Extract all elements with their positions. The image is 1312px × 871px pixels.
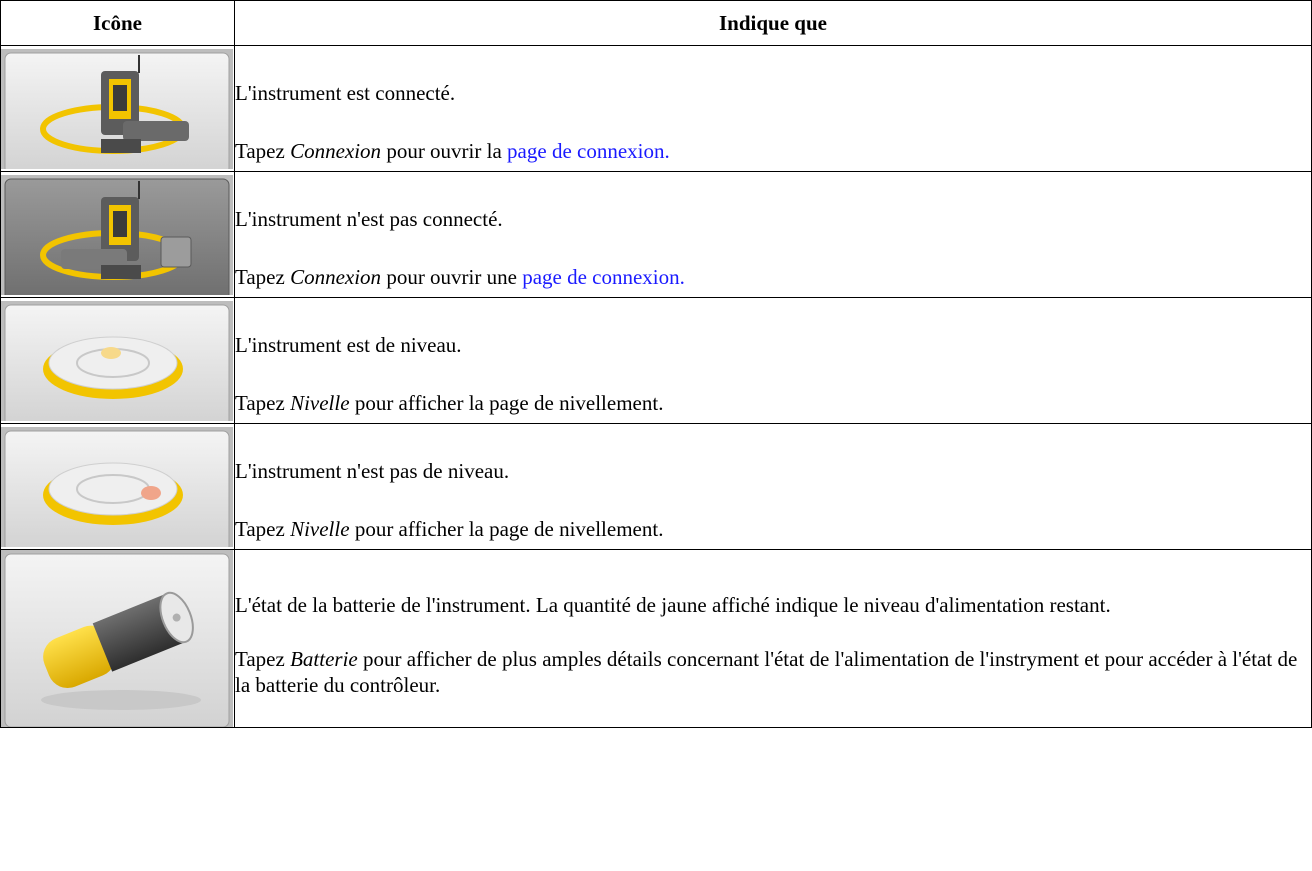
table-row: L'instrument n'est pas de niveau. Tapez … [0,423,1312,550]
row-action-text: Tapez Connexion pour ouvrir une page de … [235,264,685,289]
row-action-text: Tapez Connexion pour ouvrir la page de c… [235,138,670,163]
table-row: L'instrument n'est pas connecté. Tapez C… [0,171,1312,298]
command-name: Connexion [290,264,382,289]
header-row: Icône Indique que [0,0,1312,46]
command-name: Batterie [290,646,358,671]
header-meaning: Indique que [234,0,1312,46]
command-name: Nivelle [290,390,350,415]
row-status-text: L'instrument est connecté. [235,80,456,105]
level-not-ok-icon[interactable] [1,426,233,547]
row-status-text: L'état de la batterie de l'instrument. L… [235,592,1111,617]
row-action-text: Tapez Nivelle pour afficher la page de n… [235,516,664,541]
connection-page-link[interactable]: page de connexion. [507,138,670,163]
row-status-text: L'instrument est de niveau. [235,332,462,357]
header-icon: Icône [0,0,235,46]
battery-icon[interactable] [1,550,233,727]
command-name: Connexion [290,138,382,163]
command-name: Nivelle [290,516,350,541]
icon-legend-table: Icône Indique que [0,0,1312,728]
connection-page-link[interactable]: page de connexion. [522,264,685,289]
row-status-text: L'instrument n'est pas connecté. [235,206,503,231]
instrument-disconnected-icon[interactable] [1,174,233,295]
table-row: L'état de la batterie de l'instrument. L… [0,549,1312,728]
row-action-text: Tapez Batterie pour afficher de plus amp… [235,646,1298,697]
table-row: L'instrument est de niveau. Tapez Nivell… [0,297,1312,424]
table-row: L'instrument est connecté. Tapez Connexi… [0,45,1312,172]
instrument-connected-icon[interactable] [1,48,233,169]
row-status-text: L'instrument n'est pas de niveau. [235,458,510,483]
level-ok-icon[interactable] [1,300,233,421]
row-action-text: Tapez Nivelle pour afficher la page de n… [235,390,664,415]
